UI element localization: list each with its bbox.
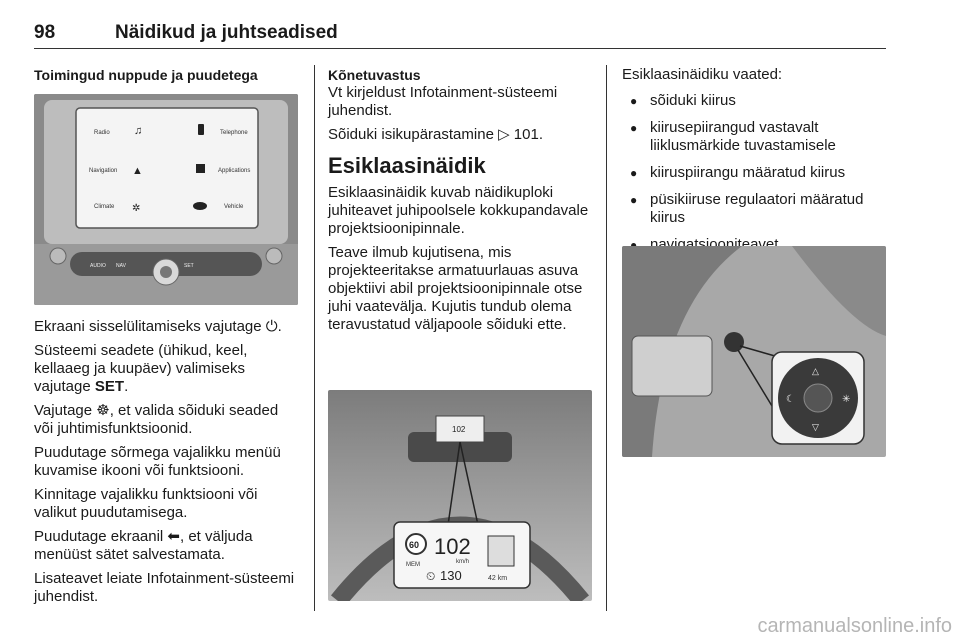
nav-button: NAV [116,263,127,269]
paragraph: Lisateavet leiate Infotainment-süsteemi … [34,570,295,605]
paragraph: Vajutage ☸, et valida sõiduki seaded või… [34,402,279,437]
paragraph: Kinnitage vajalikku funktsiooni või vali… [34,486,258,521]
hud-limit: 60 [409,540,419,550]
down-icon: ▽ [812,422,819,432]
paragraph: Puudutage ekraanil ⬅, et väljuda menüüst… [34,528,253,563]
screen-item-telephone: Telephone [220,130,248,136]
section-heading: Esiklaasinäidik [328,153,486,178]
hud-control-knob [724,332,744,352]
hud-dist: 42 km [488,575,507,582]
music-icon: ♫ [134,125,142,137]
set-button: SET [184,263,194,269]
intro: Esiklaasinäidiku vaated: [622,66,783,83]
brightness-icon: ✳ [842,394,850,405]
hud-illustration: 102 60 MEM 102 km/h ⏲ 130 42 km [328,390,592,601]
apps-icon [196,164,205,173]
paragraph: Sõiduki isikupärastamine ▷ 101. [328,126,543,143]
list-item: kiiruspiirangu määratud kiirus [622,164,886,182]
hud-small-speed: 102 [452,425,466,434]
hud-mem: MEM [406,562,420,568]
screen-item-radio: Radio [94,130,110,136]
screen-item-navigation: Navigation [89,168,117,174]
infotainment-illustration: Radio Telephone Navigation Applications … [34,94,298,305]
nav-arrow-icon [487,535,515,567]
paragraph: Ekraani sisselülitamiseks vajutage ⏻. [34,318,282,335]
column-divider-1 [314,65,315,611]
page-title: Näidikud ja juhtseadised [115,22,338,43]
paragraph: Esiklaasinäidik kuvab näidikuploki juhit… [328,184,589,237]
night-icon: ☾ [786,394,795,405]
speed-limit-sign [405,533,427,555]
vehicle-icon [193,202,207,210]
audio-button: AUDIO [90,263,106,269]
section-heading: Toimingud nuppude ja puudetega [34,67,258,83]
hud-speed: 102 [434,534,471,559]
hud-control-illustration: △ ▽ ☾ ✳ [622,246,886,457]
up-icon: △ [812,366,819,376]
paragraph: Vt kirjeldust Infotainment-süsteemi juhe… [328,84,558,119]
subheading: Kõnetuvastus [328,67,421,83]
column-divider-2 [606,65,607,611]
column-3: Esiklaasinäidiku vaated: sõiduki kiirus … [622,66,886,263]
nav-icon: ▲ [132,165,143,177]
watermark: carmanualsonline.info [757,615,952,637]
list-item: sõiduki kiirus [622,92,886,110]
screen-item-climate: Climate [94,204,115,210]
column-1: Toimingud nuppude ja puudetega [34,66,300,84]
page-number: 98 [34,22,56,43]
screen-item-applications: Applications [218,168,250,174]
header-rule [34,48,886,49]
bullet-list: sõiduki kiirus kiirusepiirangud vastaval… [622,92,886,254]
column-2: Kõnetuvastus Vt kirjeldust Infotainment-… [328,66,598,340]
climate-icon: ✲ [132,203,140,214]
paragraph: Teave ilmub kujutisena, mis projekteerit… [328,244,583,333]
list-item: kiirusepiirangud vastavalt liiklusmärkid… [622,119,886,155]
column-1-text: Ekraani sisselülitamiseks vajutage ⏻. Sü… [34,318,300,612]
list-item: püsikiiruse regulaatori määratud kiirus [622,191,886,227]
screen-item-vehicle: Vehicle [224,204,244,210]
hud-cruise: 130 [440,568,462,583]
paragraph: Puudutage sõrmega vajalikku menüü kuvami… [34,444,281,479]
phone-icon [198,124,204,135]
cruise-icon: ⏲ [426,569,435,583]
hud-unit: km/h [456,559,469,565]
paragraph: Süsteemi seadete (ühikud, keel, kellaaeg… [34,342,248,395]
